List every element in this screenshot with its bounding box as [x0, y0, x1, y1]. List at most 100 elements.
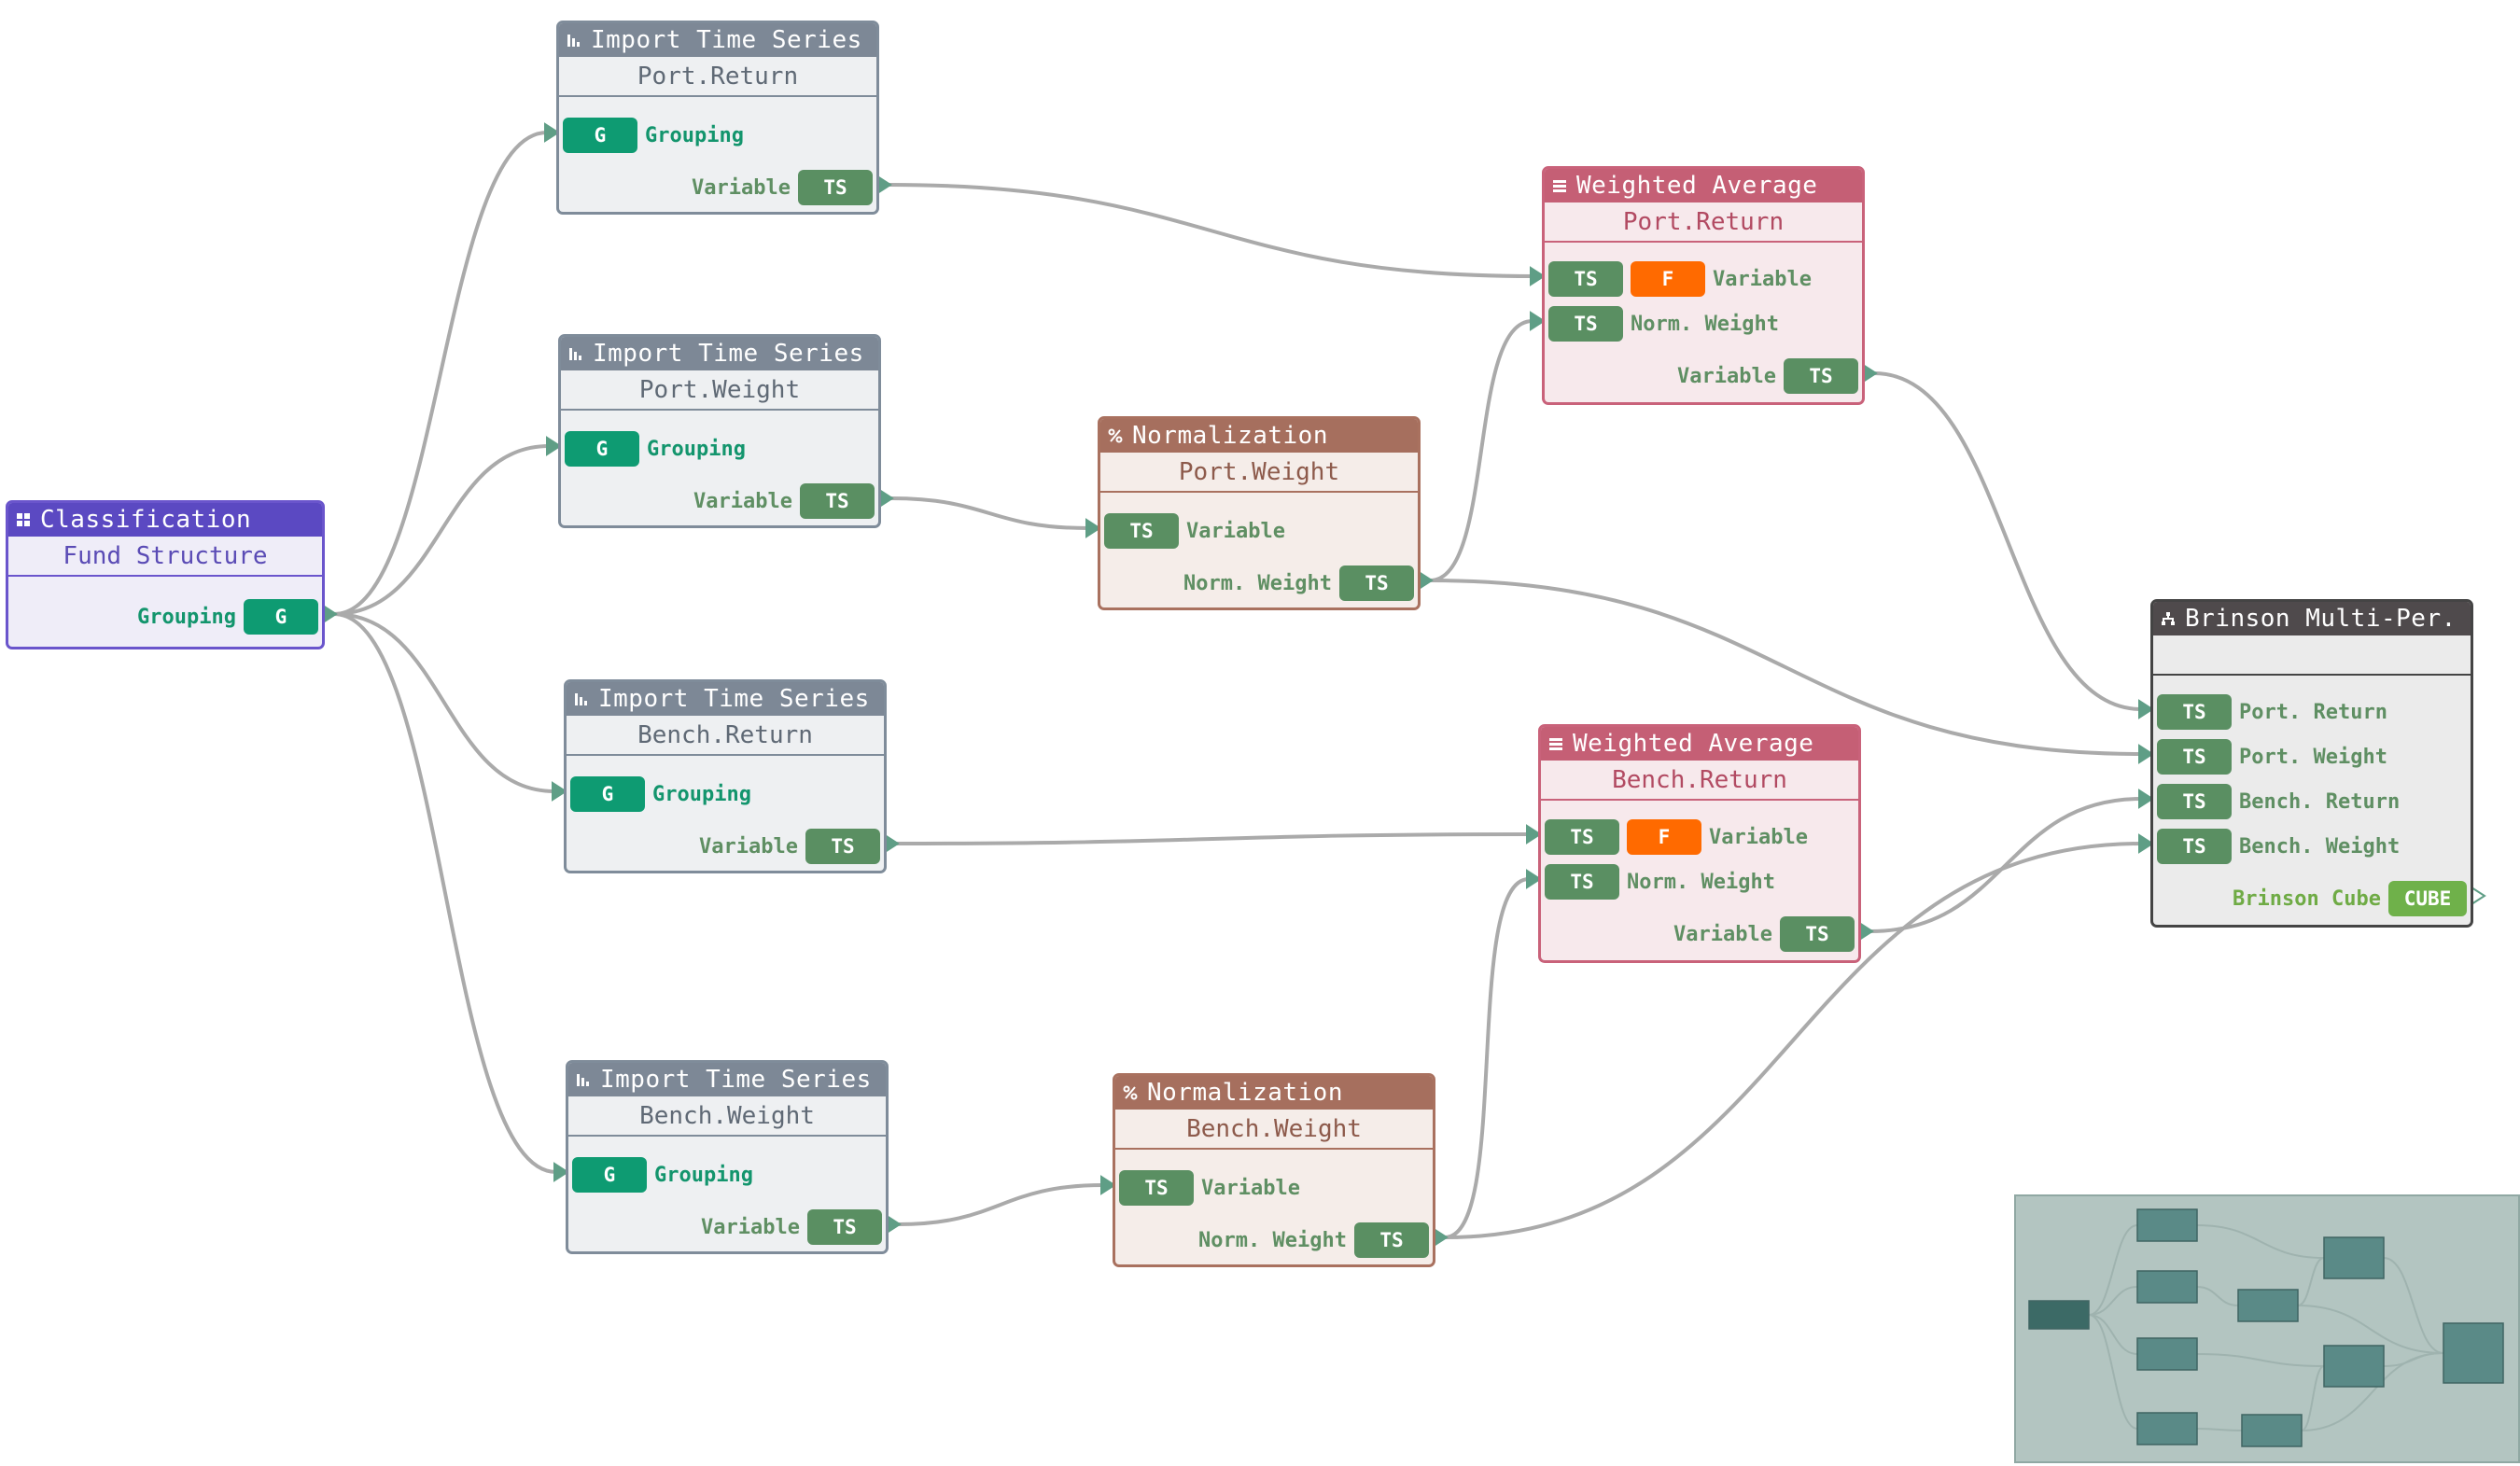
edge-wavg_port_return-to-brinson[interactable] [1873, 371, 2142, 711]
node-header[interactable]: Import Time Series [561, 337, 878, 370]
port-type-ts-badge[interactable]: TS [800, 483, 875, 519]
edge-classification-to-import_port_return[interactable] [333, 131, 548, 616]
port-type-g-badge[interactable]: G [244, 599, 318, 635]
port-type-f-badge[interactable]: F [1631, 261, 1705, 297]
output-connector-arrow[interactable] [322, 604, 338, 624]
node-header[interactable]: Import Time Series [568, 1063, 886, 1096]
edge-wavg_bench_return-to-brinson[interactable] [1869, 797, 2142, 933]
node-header[interactable]: Classification [8, 503, 322, 537]
output-connector-arrow[interactable] [878, 488, 894, 509]
node-header[interactable]: Brinson Multi-Per. [2153, 602, 2471, 635]
edge-norm_port_weight-to-wavg_port_return[interactable] [1429, 319, 1533, 582]
output-connector-arrow[interactable] [1433, 1227, 1449, 1248]
port-type-ts-badge[interactable]: TS [1104, 513, 1179, 549]
port-type-ts-badge[interactable]: TS [2157, 784, 2232, 819]
output-connector-arrow[interactable] [1418, 570, 1434, 591]
port-type-f-badge[interactable]: F [1627, 819, 1701, 855]
port-type-ts-badge[interactable]: TS [1548, 306, 1623, 342]
minimap[interactable] [2014, 1194, 2520, 1463]
minimap-edge [2196, 1224, 2325, 1259]
port-type-ts-badge[interactable]: TS [805, 829, 880, 864]
edge-import_port_return-to-wavg_port_return[interactable] [888, 183, 1533, 278]
node-title: Import Time Series [591, 26, 862, 54]
port-type-g-badge[interactable]: G [565, 431, 639, 467]
list-icon [1552, 178, 1567, 193]
port-type-ts-badge[interactable]: TS [1119, 1170, 1194, 1206]
port-type-ts-badge[interactable]: TS [1780, 916, 1855, 952]
port-type-ts-badge[interactable]: TS [1545, 819, 1619, 855]
node-header[interactable]: Import Time Series [567, 682, 884, 716]
port-type-g-badge[interactable]: G [570, 776, 645, 812]
edge-classification-to-import_bench_return[interactable] [333, 612, 555, 793]
port-type-ts-badge[interactable]: TS [2157, 694, 2232, 730]
bar-chart-icon [576, 1072, 591, 1087]
output-connector-arrow[interactable] [1862, 363, 1878, 384]
port-type-ts-badge[interactable]: TS [807, 1209, 882, 1245]
port-label: Variable [1677, 364, 1776, 388]
output-connector-arrow[interactable] [2471, 886, 2486, 906]
node-header[interactable]: Normalization [1100, 419, 1418, 453]
port-type-ts-badge[interactable]: TS [1548, 261, 1623, 297]
port-type-ts-badge[interactable]: TS [1339, 565, 1414, 601]
node-subtitle: Port.Return [1545, 202, 1862, 243]
edge-classification-to-import_bench_weight[interactable] [333, 612, 557, 1174]
port-type-ts-badge[interactable]: TS [2157, 739, 2232, 775]
edge-norm_bench_weight-to-wavg_bench_return[interactable] [1444, 877, 1530, 1239]
port-type-cube-badge[interactable]: CUBE [2388, 881, 2467, 916]
output-port-variable[interactable]: Variable TS [1545, 357, 1862, 395]
output-connector-arrow[interactable] [886, 1214, 902, 1235]
output-connector-arrow[interactable] [1858, 921, 1874, 942]
minimap-edge [2297, 1305, 2444, 1354]
port-type-ts-badge[interactable]: TS [1545, 864, 1619, 900]
node-header[interactable]: Import Time Series [559, 23, 876, 57]
output-connector-arrow[interactable] [884, 833, 900, 854]
port-type-g-badge[interactable]: G [563, 118, 637, 153]
edge-import_bench_weight-to-norm_bench_weight[interactable] [897, 1183, 1104, 1226]
edge-classification-to-import_port_weight[interactable] [333, 444, 550, 616]
port-type-ts-badge[interactable]: TS [798, 170, 873, 205]
port-type-ts-badge[interactable]: TS [1354, 1222, 1429, 1258]
node-header[interactable]: Weighted Average [1541, 727, 1858, 761]
output-connector-arrow[interactable] [876, 175, 892, 195]
port-type-ts-badge[interactable]: TS [2157, 829, 2232, 864]
edge-import_bench_return-to-wavg_bench_return[interactable] [895, 832, 1530, 845]
node-header[interactable]: Normalization [1115, 1076, 1433, 1110]
port-type-g-badge[interactable]: G [572, 1157, 647, 1193]
node-header[interactable]: Weighted Average [1545, 169, 1862, 202]
edge-import_port_weight-to-norm_port_weight[interactable] [889, 496, 1089, 530]
port-type-ts-badge[interactable]: TS [1784, 358, 1858, 394]
